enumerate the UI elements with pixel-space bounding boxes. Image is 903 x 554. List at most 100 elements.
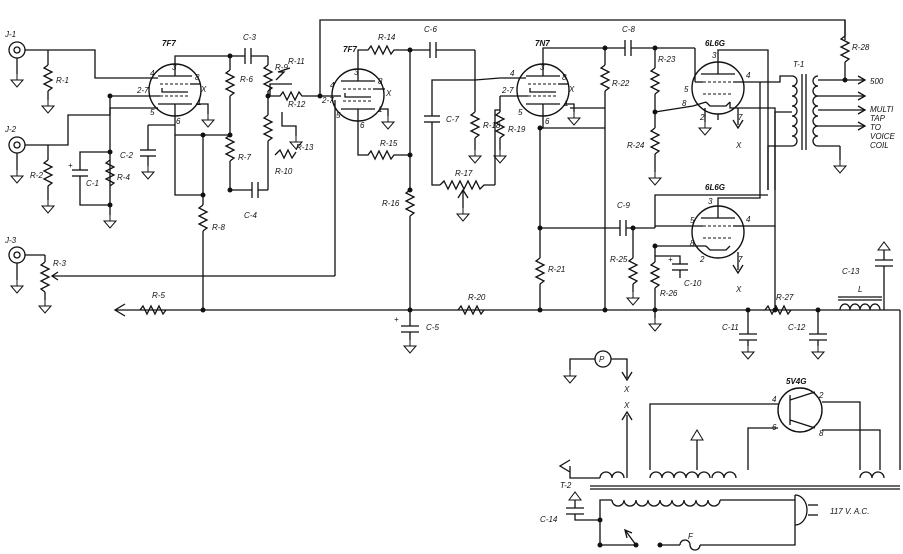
v2-pin6: 6 [360,121,365,130]
v2-pin3: 3 [354,68,359,77]
v4-pin8: 8 [682,99,687,108]
tube-v5-label: 6L6G [705,183,725,192]
resistor-r2-label: R-2 [30,171,43,180]
resistor-r21: R-21 [534,228,565,310]
tube-v4-label: 6L6G [705,39,725,48]
resistor-r28: R-28 [839,20,870,83]
v1-heater-x: X [200,85,207,94]
resistor-r1-label: R-1 [56,76,69,85]
v1-pin27: 2-7 [136,86,149,95]
tube-v1-label: 7F7 [162,39,176,48]
v4-pin5: 5 [684,85,689,94]
capacitor-c7-label: C-7 [446,115,459,124]
tube-rectifier-label: 5V4G [786,377,806,386]
v5-pin2: 2 [699,255,705,264]
resistor-r25-label: R-25 [610,255,628,264]
v3-pin5: 5 [518,108,523,117]
resistor-r23: R-23 [649,48,676,112]
resistor-r10: R-10 [262,114,293,190]
resistor-r19: R-19 [493,96,526,164]
v5-pin7: 7 [738,255,743,264]
v3-pin3: 3 [540,63,545,72]
capacitor-c2-label: C-2 [120,151,133,160]
resistor-r10-label: R-10 [275,167,293,176]
resistor-r26: R-26 [648,256,678,332]
tube-v3: X 7N7 3 4 8 2-7 5 1 6 [500,39,581,126]
resistor-r16-label: R-16 [382,199,400,208]
v4-heater-x: X [735,141,742,150]
jack-j3: J-3 [4,236,45,294]
transformer-t1-label: T-1 [793,60,804,69]
jack-j1-label: J-1 [4,30,16,39]
v3-pin6: 6 [545,117,550,126]
capacitor-c10-label: C-10 [684,279,702,288]
resistor-r22-label: R-22 [612,79,630,88]
capacitor-c11: C-11 [722,310,757,360]
v2-pin27: 2-7 [321,96,334,105]
resistor-r8-label: R-8 [212,223,225,232]
potentiometer-r9: R-9 [262,56,291,92]
v5-heater-x: X [735,285,742,294]
rect-pin4: 4 [772,395,777,404]
resistor-r26-label: R-26 [660,289,678,298]
v5-pin4: 4 [746,215,751,224]
output-to-label: TO [870,123,881,132]
resistor-r7: R-7 [224,134,251,190]
resistor-r11: R-11 [268,57,315,102]
rect-pin8: 8 [819,429,824,438]
resistor-r11-label: R-11 [288,57,305,66]
v1-pin1: 1 [197,98,201,107]
jack-j2: J-2 [4,125,50,184]
v2-pin5: 5 [336,111,341,120]
fuse-f: F [679,532,701,551]
capacitor-c4-label: C-4 [244,211,257,220]
capacitor-c8: C-8 [605,25,655,56]
capacitor-c14: C-14 [540,491,603,548]
mains-plug: 117 V. A.C. [794,494,869,526]
capacitor-c9-label: C-9 [617,201,630,210]
capacitor-c1: C-1 + [68,151,110,206]
capacitor-c7: C-7 [424,50,476,186]
t2-heater-x: X [623,401,630,410]
capacitor-c5-label: C-5 [426,323,439,332]
jack-j3-label: J-3 [4,236,17,245]
resistor-r15-label: R-15 [380,139,398,148]
resistor-r19-label: R-19 [508,125,526,134]
resistor-r14: R-14 [357,33,410,69]
output-500-label: 500 [870,77,884,86]
resistor-r20-label: R-20 [468,293,486,302]
tube-v1: X 7F7 3 4 8 2-7 5 1 6 [135,39,215,128]
tube-v5: X 6L6G 3 4 5 8 2 7 [655,183,751,294]
v3-pin8: 8 [562,73,567,82]
resistor-r24: R-24 [627,112,662,186]
potentiometer-r13-label: R-13 [296,143,314,152]
rect-pin2: 2 [818,391,824,400]
capacitor-c1-label: C-1 [86,179,99,188]
fuse-label: F [688,532,694,541]
choke-l: L [838,285,882,311]
transformer-t2: T-2 [560,471,900,507]
resistor-r12-label: R-12 [288,100,306,109]
capacitor-c8-label: C-8 [622,25,635,34]
v3-pin27: 2-7 [501,86,514,95]
resistor-r7-label: R-7 [238,153,251,162]
svg-text:+: + [668,255,673,264]
transformer-t2-label: T-2 [560,481,572,490]
power-switch [624,528,680,548]
capacitor-c11-label: C-11 [722,323,739,332]
resistor-r18-label: R-18 [483,121,501,130]
capacitor-c13-label: C-13 [842,267,860,276]
capacitor-c2: C-2 [120,124,175,180]
resistor-r24-label: R-24 [627,141,645,150]
resistor-r8: R-8 [197,195,225,310]
resistor-r27: R-27 [764,293,794,316]
potentiometer-r17-label: R-17 [455,169,473,178]
v1-pin8: 8 [195,73,200,82]
transformer-t1: T-1 500 MULTI TAP TO VOICE COIL [760,60,896,190]
v5-pin5: 5 [690,216,695,225]
jack-j2-label: J-2 [4,125,17,134]
mains-label: 117 V. A.C. [830,507,869,516]
potentiometer-r17: R-17 [439,169,495,222]
output-coil-label: COIL [870,141,889,150]
